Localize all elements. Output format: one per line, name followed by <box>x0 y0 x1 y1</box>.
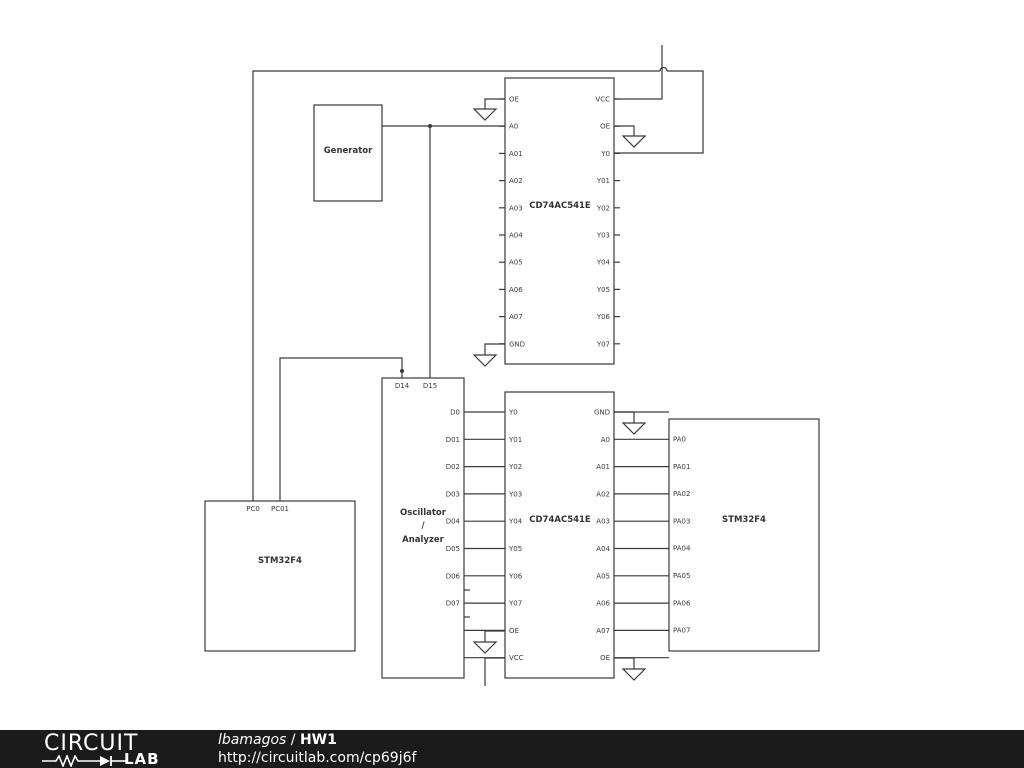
mcu-right-left-pin-pa05: PA05 <box>673 572 690 580</box>
mcu-right-left-pin-pa04: PA04 <box>673 545 691 553</box>
project-name[interactable]: HW1 <box>299 732 337 748</box>
mcu-left-name: STM32F4 <box>258 556 302 566</box>
mcu-right-left-pin-pa07: PA07 <box>673 627 690 635</box>
analyzer-right-pin-d04: D04 <box>446 518 461 526</box>
buffer-bottom-left-pin-y05: Y05 <box>508 545 522 553</box>
buffer-bottom-left-pin-y04: Y04 <box>508 518 523 526</box>
circuitlab-logo[interactable]: CIRCUIT LAB <box>40 731 180 768</box>
buffer-top-right-pin-y07: Y07 <box>596 340 610 348</box>
analyzer-pin-d14: D14 <box>395 382 410 390</box>
buffer-bottom-left-pin-y03: Y03 <box>508 490 522 498</box>
buffer-bottom-right-pin-a07: A07 <box>596 627 610 635</box>
buffer-bottom-left-pin-y02: Y02 <box>508 463 522 471</box>
analyzer-right-pin-d03: D03 <box>446 490 460 498</box>
analyzer-right-pin-d07: D07 <box>446 600 460 608</box>
mcu-right-name: STM32F4 <box>722 515 766 525</box>
buffer-top-name: CD74AC541E <box>529 201 591 211</box>
buffer-top-left-pin-oe: OE <box>509 96 519 104</box>
title-separator: / <box>286 732 300 748</box>
buffer-bottom-right-pin-a04: A04 <box>596 545 610 553</box>
mcu-left-pin-pc01: PC01 <box>271 505 289 513</box>
ground-icon <box>614 657 647 681</box>
generator-block[interactable]: Generator <box>313 104 383 202</box>
buffer-top-right-pin-y04: Y04 <box>596 259 611 267</box>
buffer-top-left-pin-a07: A07 <box>509 313 523 321</box>
mcu-right-left-pin-pa0: PA0 <box>673 436 686 444</box>
analyzer-label-2: / <box>421 521 425 531</box>
analyzer-block[interactable]: Oscillator / Analyzer D14 D15 D0D01D02D0… <box>381 377 465 679</box>
buffer-bottom-right-pin-a01: A01 <box>596 463 610 471</box>
buffer-bottom-right-pin-a03: A03 <box>596 518 610 526</box>
buffer-top-right-pin-y05: Y05 <box>596 286 610 294</box>
buffer-top-left-pin-a06: A06 <box>509 286 523 294</box>
buffer-bottom[interactable]: CD74AC541E Y0Y01Y02Y03Y04Y05Y06Y07OEVCC … <box>464 391 669 679</box>
buffer-bottom-right-pin-gnd: GND <box>594 409 610 417</box>
ground-symbols <box>472 98 647 681</box>
analyzer-right-pin-d0: D0 <box>450 409 460 417</box>
buffer-bottom-left-pin-y0: Y0 <box>508 409 518 417</box>
buffer-bottom-left-pin-vcc: VCC <box>509 654 524 662</box>
project-title: lbamagos / HW1 <box>218 732 337 748</box>
buffer-bottom-right-pin-a06: A06 <box>596 600 610 608</box>
buffer-top-right-pin-y01: Y01 <box>596 177 610 185</box>
buffer-bottom-left-pin-y06: Y06 <box>508 572 523 580</box>
buffer-bottom-right-pin-a02: A02 <box>596 490 610 498</box>
buffer-top-right-pin-y02: Y02 <box>596 204 610 212</box>
buffer-bottom-right-pin-a0: A0 <box>601 436 610 444</box>
ground-icon <box>614 125 647 148</box>
generator-label: Generator <box>324 146 373 156</box>
buffer-top-right-pin-y06: Y06 <box>596 313 611 321</box>
mcu-left[interactable]: STM32F4 PC0 PC01 <box>204 500 356 652</box>
buffer-top-right-pin-y0: Y0 <box>600 150 610 158</box>
buffer-top-right-pin-oe: OE <box>600 123 610 131</box>
buffer-top-left-pin-a05: A05 <box>509 259 523 267</box>
footer-bar: CIRCUIT LAB lbamagos / HW1 http://circui… <box>0 730 1024 768</box>
resistor-diode-icon <box>42 755 126 767</box>
analyzer-right-pin-d05: D05 <box>446 545 460 553</box>
buffer-top-left-pin-a02: A02 <box>509 177 523 185</box>
analyzer-label-3: Analyzer <box>402 535 445 545</box>
analyzer-right-pin-d06: D06 <box>446 572 461 580</box>
wires <box>252 45 704 686</box>
buffer-bottom-left-pin-y01: Y01 <box>508 436 522 444</box>
buffer-top-left-pin-a0: A0 <box>509 123 518 131</box>
ground-icon <box>472 343 505 367</box>
buffer-top-left-pin-a04: A04 <box>509 232 523 240</box>
analyzer-pin-d15: D15 <box>423 382 437 390</box>
analyzer-right-pin-d02: D02 <box>446 463 460 471</box>
author-link[interactable]: lbamagos <box>218 732 287 748</box>
buffer-top-left-pin-a01: A01 <box>509 150 523 158</box>
mcu-right-left-pin-pa03: PA03 <box>673 517 690 525</box>
mcu-right-left-pin-pa01: PA01 <box>673 463 690 471</box>
schematic-canvas: Generator CD74AC541E OEA0A01A02A03A04A05… <box>204 45 820 686</box>
buffer-bottom-left-pin-oe: OE <box>509 627 519 635</box>
project-url[interactable]: http://circuitlab.com/cp69j6f <box>218 750 417 766</box>
buffer-top[interactable]: CD74AC541E OEA0A01A02A03A04A05A06A07GND … <box>499 77 620 365</box>
logo-text-top: CIRCUIT <box>44 731 139 756</box>
buffer-top-right-pin-y03: Y03 <box>596 232 610 240</box>
buffer-bottom-name: CD74AC541E <box>529 515 591 525</box>
buffer-top-left-pin-gnd: GND <box>509 340 525 348</box>
logo-text-bottom: LAB <box>124 750 160 768</box>
mcu-right-left-pin-pa02: PA02 <box>673 490 690 498</box>
ground-icon <box>472 630 505 654</box>
buffer-top-right-pin-vcc: VCC <box>595 96 610 104</box>
analyzer-label-1: Oscillator <box>400 508 447 518</box>
buffer-bottom-left-pin-y07: Y07 <box>508 600 522 608</box>
ground-icon <box>472 98 505 121</box>
buffer-top-left-pin-a03: A03 <box>509 204 523 212</box>
buffer-bottom-right-pin-oe: OE <box>600 654 610 662</box>
ground-icon <box>614 411 647 435</box>
mcu-right-left-pin-pa06: PA06 <box>673 599 691 607</box>
buffer-bottom-right-pin-a05: A05 <box>596 572 610 580</box>
analyzer-right-pin-d01: D01 <box>446 436 460 444</box>
mcu-left-pin-pc0: PC0 <box>246 505 260 513</box>
